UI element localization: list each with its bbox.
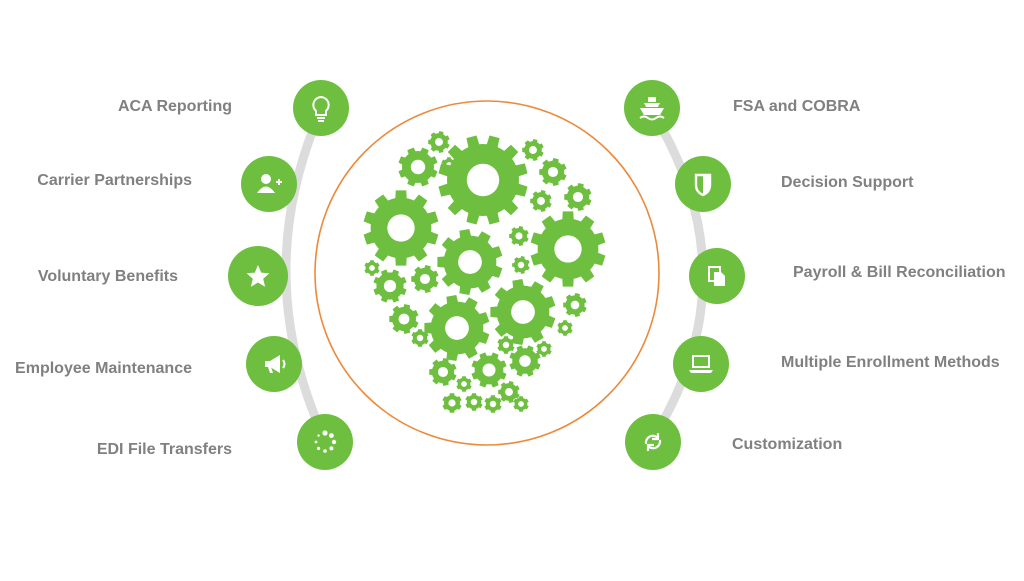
item-label-aca-reporting: ACA Reporting bbox=[117, 98, 232, 115]
gear-26 bbox=[456, 376, 472, 392]
gear-10 bbox=[539, 158, 567, 186]
shield-icon bbox=[694, 173, 712, 197]
item-label-voluntary-benefits: Voluntary Benefits bbox=[37, 268, 178, 285]
node-decision-support bbox=[675, 156, 731, 212]
gear-18 bbox=[563, 293, 587, 317]
item-label-carrier-partnerships: Carrier Partnerships bbox=[37, 172, 192, 189]
gears-head-icon bbox=[363, 131, 606, 413]
item-label-multiple-enrollment-methods: Multiple Enrollment Methods bbox=[781, 354, 1000, 371]
laptop-icon bbox=[689, 355, 713, 373]
gear-7 bbox=[373, 269, 407, 303]
gear-11 bbox=[564, 183, 592, 211]
node-multiple-enrollment-methods bbox=[673, 336, 729, 392]
refresh-icon bbox=[644, 433, 662, 451]
node-edi-file-transfers bbox=[297, 414, 353, 470]
gear-29 bbox=[465, 393, 483, 411]
gear-12 bbox=[530, 190, 552, 212]
node-employee-maintenance bbox=[246, 336, 302, 392]
gear-1 bbox=[363, 190, 439, 266]
gear-0 bbox=[438, 135, 528, 225]
megaphone-icon bbox=[265, 355, 286, 373]
item-label-employee-maintenance: Employee Maintenance bbox=[15, 360, 192, 377]
gear-16 bbox=[411, 265, 439, 293]
gear-3 bbox=[437, 229, 503, 295]
node-fsa-and-cobra bbox=[624, 80, 680, 136]
gear-22 bbox=[509, 345, 541, 377]
node-aca-reporting bbox=[293, 80, 349, 136]
item-label-customization: Customization bbox=[732, 436, 843, 453]
center-ring bbox=[314, 100, 660, 446]
node-customization bbox=[625, 414, 681, 470]
gear-14 bbox=[512, 256, 530, 274]
gear-21 bbox=[497, 336, 515, 354]
gear-24 bbox=[429, 358, 457, 386]
documents-icon bbox=[708, 266, 725, 286]
node-payroll-bill-reconciliation bbox=[689, 248, 745, 304]
gear-30 bbox=[484, 395, 502, 413]
gear-19 bbox=[557, 320, 573, 336]
gear-32 bbox=[441, 157, 457, 173]
ship-icon bbox=[639, 97, 665, 121]
gear-15 bbox=[364, 260, 380, 276]
gear-8 bbox=[428, 131, 450, 153]
gear-2 bbox=[530, 211, 606, 287]
item-label-decision-support: Decision Support bbox=[781, 174, 914, 191]
gear-23 bbox=[471, 352, 507, 388]
star-icon bbox=[246, 265, 270, 287]
gear-20 bbox=[411, 329, 429, 347]
gear-25 bbox=[536, 341, 552, 357]
item-label-payroll-bill-reconciliation: Payroll & Bill Reconciliation bbox=[793, 264, 1006, 281]
gear-4 bbox=[424, 295, 490, 361]
node-voluntary-benefits bbox=[228, 246, 288, 306]
gear-27 bbox=[498, 381, 520, 403]
gear-28 bbox=[442, 393, 462, 413]
gear-9 bbox=[522, 139, 544, 161]
gear-6 bbox=[398, 147, 438, 187]
gear-17 bbox=[389, 304, 419, 334]
gear-31 bbox=[513, 396, 529, 412]
gear-5 bbox=[490, 279, 556, 345]
node-carrier-partnerships bbox=[241, 156, 297, 212]
loading-dots-icon bbox=[314, 430, 337, 453]
add-user-icon bbox=[257, 174, 282, 193]
lightbulb-icon bbox=[312, 95, 330, 122]
gear-13 bbox=[509, 226, 529, 246]
item-label-edi-file-transfers: EDI File Transfers bbox=[96, 441, 232, 458]
item-label-fsa-and-cobra: FSA and COBRA bbox=[733, 98, 861, 115]
